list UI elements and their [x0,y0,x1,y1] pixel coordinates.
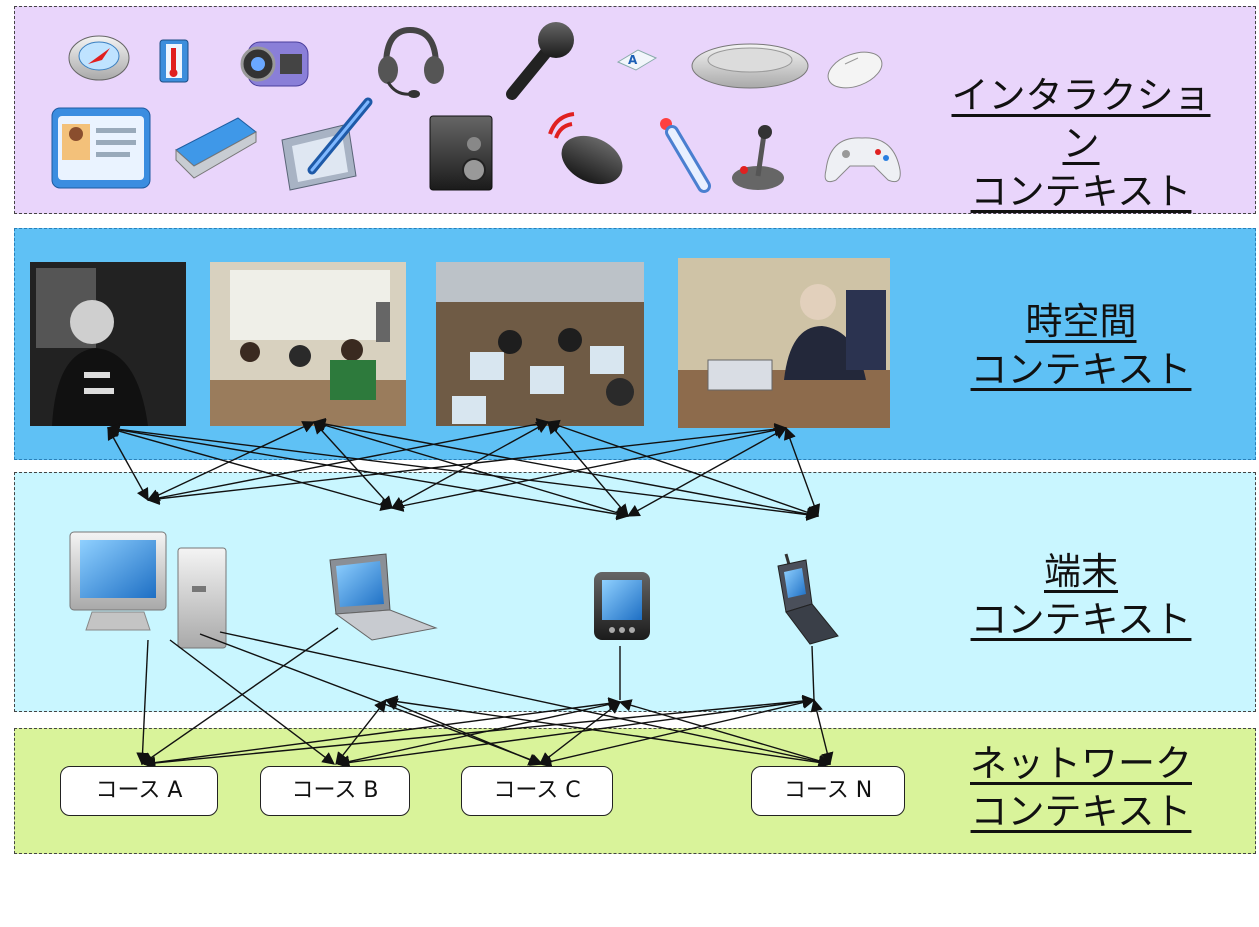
microphone-icon [506,22,574,100]
spacetime-terminal-links [106,417,821,521]
interaction-context-label-line1: インタラクション [951,74,1211,165]
network-context-label-line2: コンテキスト [970,790,1192,833]
terminal-context-label-line2: コンテキスト [970,598,1192,641]
mobile-phone-icon [777,553,839,645]
office-photo [678,258,890,428]
interaction-context-label: インタラクション コンテキスト [951,72,1211,216]
laptop-icon [329,553,438,641]
keyboard-key-icon: A [616,49,658,71]
mouse-icon [827,51,883,89]
course-n-box: コース N [751,766,905,816]
terminal-context-label-line1: 端末 [1044,550,1118,593]
interaction-context-band [14,6,1256,214]
terminal-context-label: 端末 コンテキスト [951,548,1211,644]
compass-icon [68,35,130,81]
scanner-icon [175,117,257,179]
spacetime-context-label-line2: コンテキスト [970,348,1192,391]
speaker-icon [429,115,493,191]
svg-text:A: A [628,53,638,67]
pda-icon [594,572,650,640]
remote-control-icon [660,118,711,193]
joystick-icon [732,125,784,190]
pen-tablet-icon [281,97,373,191]
course-b-box: コース B [260,766,410,816]
network-links [142,694,834,770]
gamepad-icon [824,137,901,183]
video-camera-icon [240,41,309,87]
spacetime-context-label-line1: 時空間 [1025,300,1137,343]
person-photo [30,262,186,426]
device-network-links [619,645,815,701]
contact-card-icon [51,107,151,189]
interaction-context-label-line2: コンテキスト [970,170,1192,213]
computer-lab-photo [436,262,644,426]
desktop-pc-icon [69,531,227,649]
wireless-mouse-icon [548,112,623,185]
thermometer-icon [159,39,189,83]
course-a-box: コース A [60,766,218,816]
headset-icon [378,26,444,98]
course-c-box: コース C [461,766,613,816]
classroom-photo [210,262,406,426]
keyboard-icon [691,43,809,89]
network-context-label: ネットワーク コンテキスト [951,740,1211,836]
spacetime-context-label: 時空間 コンテキスト [951,298,1211,394]
network-context-label-line1: ネットワーク [970,742,1192,785]
